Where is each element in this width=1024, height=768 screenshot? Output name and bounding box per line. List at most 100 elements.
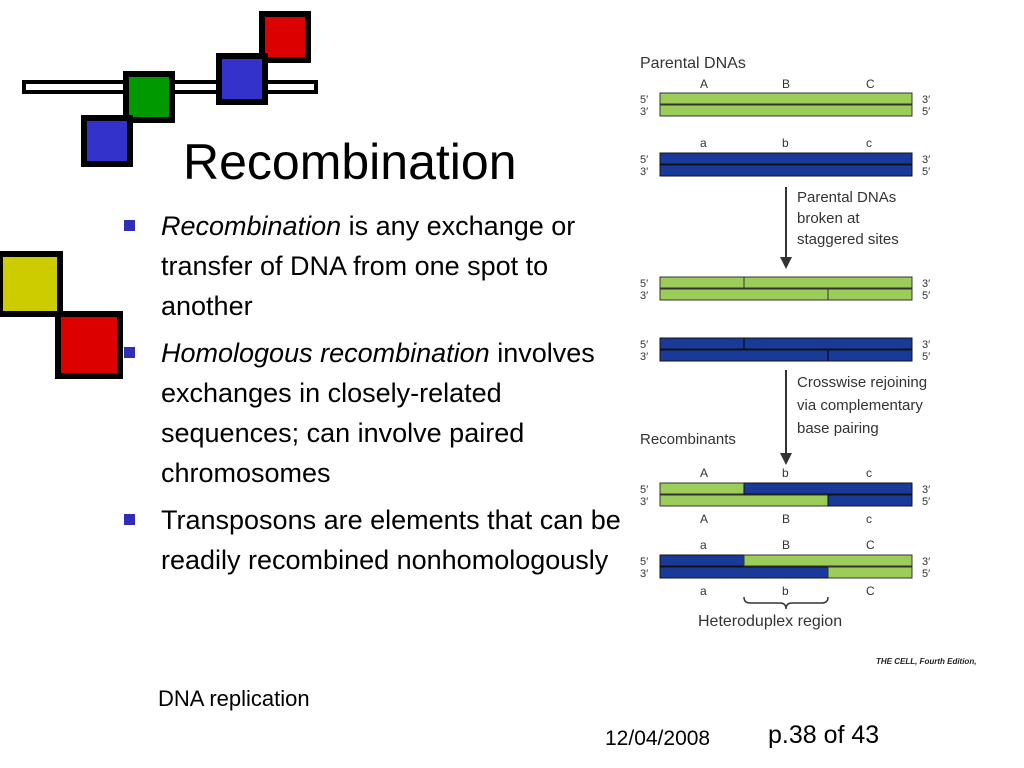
deco-square-yellow [0, 251, 63, 317]
gene-label: C [866, 538, 875, 552]
decorative-squares [0, 11, 318, 379]
parental-blue-dna [659, 152, 913, 177]
end-label-3: 3′ [640, 166, 648, 178]
broken-blue-dna [659, 337, 913, 362]
deco-square-red-top [259, 11, 311, 63]
gene-label: B [782, 77, 790, 91]
deco-square-blue-left [81, 115, 133, 167]
end-label-5: 5′ [922, 290, 930, 302]
end-label-3: 3′ [640, 290, 648, 302]
step2-caption-line: base pairing [797, 420, 879, 437]
end-label-5: 5′ [922, 568, 930, 580]
end-label-5: 5′ [640, 484, 648, 496]
end-label-5: 5′ [640, 556, 648, 568]
parental-green-dna [659, 92, 913, 117]
deco-square-red-bottom [55, 311, 123, 379]
end-label-5: 5′ [640, 339, 648, 351]
bullet-item: Homologous recombination involves exchan… [124, 333, 624, 493]
step2-caption-line: via complementary [797, 397, 923, 414]
end-label-3: 3′ [922, 154, 930, 166]
dna-segment-blue [827, 494, 913, 507]
end-label-5: 5′ [640, 94, 648, 106]
bullet-list: Recombination is any exchange or transfe… [124, 206, 624, 587]
bullet-text: is any exchange or transfer of DNA from … [161, 211, 576, 321]
dna-strand-blue [659, 152, 913, 165]
recombination-figure: Parental DNAs A B C 5′ 3′ 3′ 5′ a b c 5′… [640, 55, 930, 630]
end-label-5: 5′ [922, 106, 930, 118]
bullet-item: Recombination is any exchange or transfe… [124, 206, 624, 326]
dna-strand-blue [659, 349, 913, 362]
end-label-3: 3′ [640, 568, 648, 580]
end-label-5: 5′ [922, 351, 930, 363]
dna-segment-green [743, 554, 913, 567]
end-label-3: 3′ [922, 278, 930, 290]
bullet-term: Homologous recombination [161, 338, 490, 368]
footer-date: 12/04/2008 [605, 727, 711, 750]
dna-strand-blue [659, 164, 913, 177]
gene-label: C [866, 584, 875, 598]
dna-segment-green [827, 566, 913, 579]
gene-label: c [866, 466, 872, 480]
gene-label: c [866, 512, 872, 526]
gene-label: A [700, 77, 708, 91]
footer-text: DNA replication [158, 686, 310, 711]
gene-label: a [700, 538, 707, 552]
end-label-5: 5′ [640, 278, 648, 290]
dna-strand-green [659, 104, 913, 117]
gene-label: A [700, 466, 708, 480]
step1-caption-line: Parental DNAs [797, 189, 896, 206]
end-label-3: 3′ [640, 496, 648, 508]
dna-strand-green [659, 288, 913, 301]
gene-label: c [866, 136, 872, 150]
gene-label: B [782, 512, 790, 526]
section-parental-label: Parental DNAs [640, 55, 746, 72]
bullet-text: involves exchanges in closely-related se… [161, 338, 595, 488]
end-label-5: 5′ [922, 496, 930, 508]
dna-segment-blue [659, 566, 829, 579]
end-label-3: 3′ [640, 106, 648, 118]
bullet-text: Transposons are elements that can be rea… [161, 505, 621, 575]
recombinant-2-dna [659, 554, 913, 579]
broken-green-dna [659, 276, 913, 301]
gene-label: b [782, 466, 789, 480]
figure-credit: THE CELL, Fourth Edition, [876, 657, 977, 666]
recombinant-1-dna [659, 482, 913, 507]
end-label-3: 3′ [640, 351, 648, 363]
bullet-square-icon [124, 220, 135, 231]
end-label-3: 3′ [922, 339, 930, 351]
section-recombinants-label: Recombinants [640, 431, 736, 448]
page-number: p.38 of 43 [768, 721, 880, 749]
step2-caption-line: Crosswise rejoining [797, 374, 927, 391]
step1-caption-line: broken at [797, 210, 860, 227]
dna-segment-green [659, 482, 745, 495]
end-label-3: 3′ [922, 556, 930, 568]
end-label-3: 3′ [922, 484, 930, 496]
gene-label: a [700, 136, 707, 150]
down-arrow-icon [780, 187, 792, 269]
gene-label: a [700, 584, 707, 598]
gene-label: C [866, 77, 875, 91]
step1-caption-line: staggered sites [797, 231, 899, 248]
heteroduplex-label: Heteroduplex region [698, 613, 842, 630]
dna-segment-blue [659, 554, 745, 567]
end-label-5: 5′ [922, 166, 930, 178]
dna-segment-green [659, 494, 829, 507]
gene-label: A [700, 512, 708, 526]
deco-square-green [123, 71, 175, 123]
slide-title: Recombination [183, 134, 517, 190]
dna-strand-blue [659, 337, 913, 350]
bullet-square-icon [124, 514, 135, 525]
gene-label: b [782, 584, 789, 598]
bullet-term: Recombination [161, 211, 342, 241]
deco-square-blue-top [216, 53, 268, 105]
end-label-3: 3′ [922, 94, 930, 106]
dna-segment-blue [743, 482, 913, 495]
down-arrow-icon [780, 370, 792, 465]
end-label-5: 5′ [640, 154, 648, 166]
bullet-item: Transposons are elements that can be rea… [124, 500, 624, 580]
bullet-square-icon [124, 347, 135, 358]
dna-strand-green [659, 92, 913, 105]
gene-label: b [782, 136, 789, 150]
heteroduplex-brace-icon [743, 596, 829, 610]
gene-label: B [782, 538, 790, 552]
